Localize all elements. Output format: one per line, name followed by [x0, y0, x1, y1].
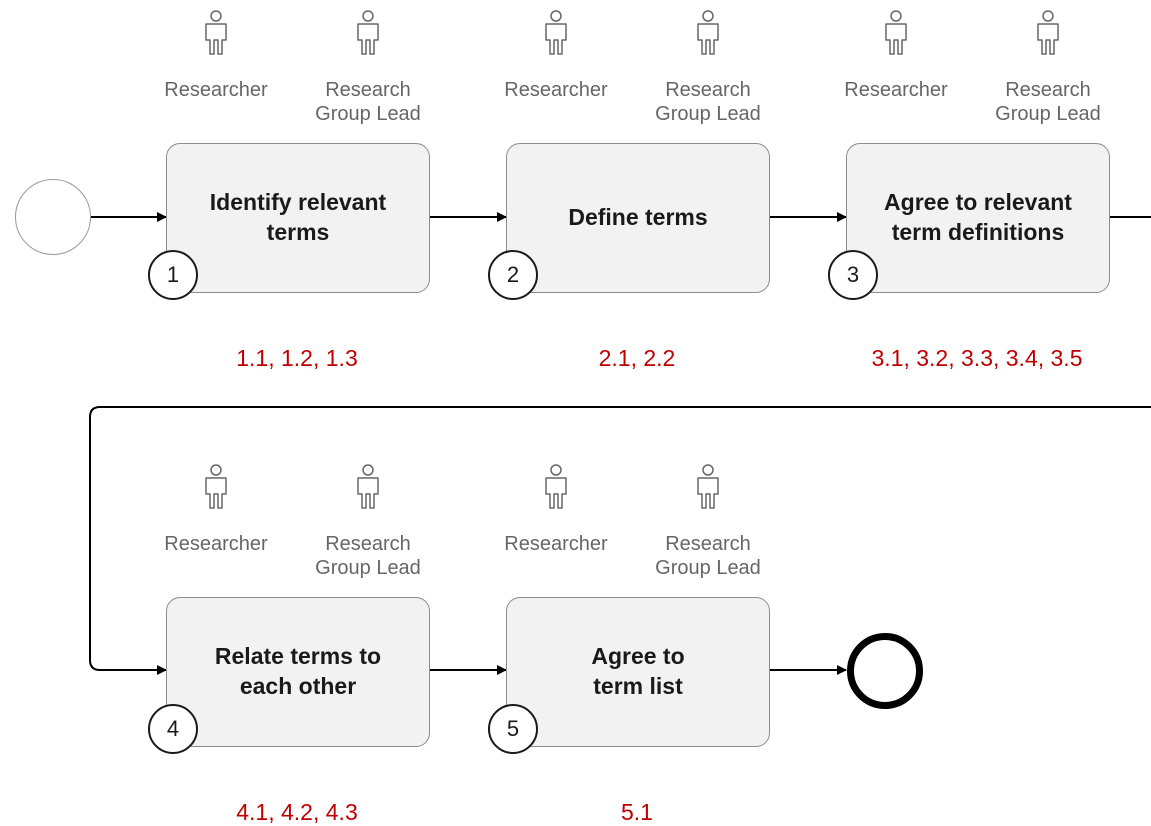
- task-box[interactable]: Define terms 2: [488, 143, 770, 300]
- task-title-line: term definitions: [891, 219, 1065, 245]
- step-number-badge: 4: [148, 704, 198, 754]
- task-title-line: Define terms: [568, 204, 708, 230]
- task-title-line: term list: [593, 673, 683, 699]
- person-icon: [1037, 10, 1059, 55]
- task-box[interactable]: Agree to term list 5: [488, 597, 770, 754]
- requirement-refs: 2.1, 2.2: [598, 345, 676, 371]
- task-title-line: each other: [239, 673, 357, 699]
- person-icon: [545, 10, 567, 55]
- step-number-badge: 5: [488, 704, 538, 754]
- role-label-researcher: Researcher: [164, 79, 268, 101]
- task-title-line: Agree to relevant: [884, 189, 1072, 215]
- person-icon: [205, 10, 227, 55]
- requirement-refs: 3.1, 3.2, 3.3, 3.4, 3.5: [871, 345, 1083, 371]
- role-label-research-group-lead: Research Group Lead: [315, 79, 421, 125]
- person-icon: [697, 10, 719, 55]
- task-title-line: terms: [266, 219, 330, 245]
- person-icon: [885, 10, 907, 55]
- role-label-researcher: Researcher: [164, 533, 268, 555]
- role-label-researcher: Researcher: [504, 533, 608, 555]
- person-icon: [357, 464, 379, 509]
- role-label-researcher: Researcher: [844, 79, 948, 101]
- role-label-research-group-lead: Research Group Lead: [655, 533, 761, 579]
- task-title-line: Agree to: [591, 643, 685, 669]
- role-label-research-group-lead: Research Group Lead: [995, 79, 1101, 125]
- person-icon: [697, 464, 719, 509]
- task-box[interactable]: Identify relevant terms 1: [148, 143, 430, 300]
- step-number-badge: 1: [148, 250, 198, 300]
- step-number-badge: 2: [488, 250, 538, 300]
- step-number-badge: 3: [828, 250, 878, 300]
- requirement-refs: 5.1: [621, 799, 653, 825]
- task-title-line: Relate terms to: [214, 643, 382, 669]
- person-icon: [205, 464, 227, 509]
- role-label-research-group-lead: Research Group Lead: [315, 533, 421, 579]
- requirement-refs: 4.1, 4.2, 4.3: [236, 799, 358, 825]
- flow-wrap-to-4: [89, 406, 1151, 675]
- task-box[interactable]: Agree to relevant term definitions 3: [828, 143, 1110, 300]
- start-event: [15, 179, 91, 255]
- task-box[interactable]: Relate terms to each other 4: [148, 597, 430, 754]
- person-icon: [545, 464, 567, 509]
- requirement-refs: 1.1, 1.2, 1.3: [236, 345, 358, 371]
- task-title-line: Identify relevant: [209, 189, 387, 215]
- person-icon: [357, 10, 379, 55]
- role-label-research-group-lead: Research Group Lead: [655, 79, 761, 125]
- role-label-researcher: Researcher: [504, 79, 608, 101]
- end-event: [847, 633, 923, 709]
